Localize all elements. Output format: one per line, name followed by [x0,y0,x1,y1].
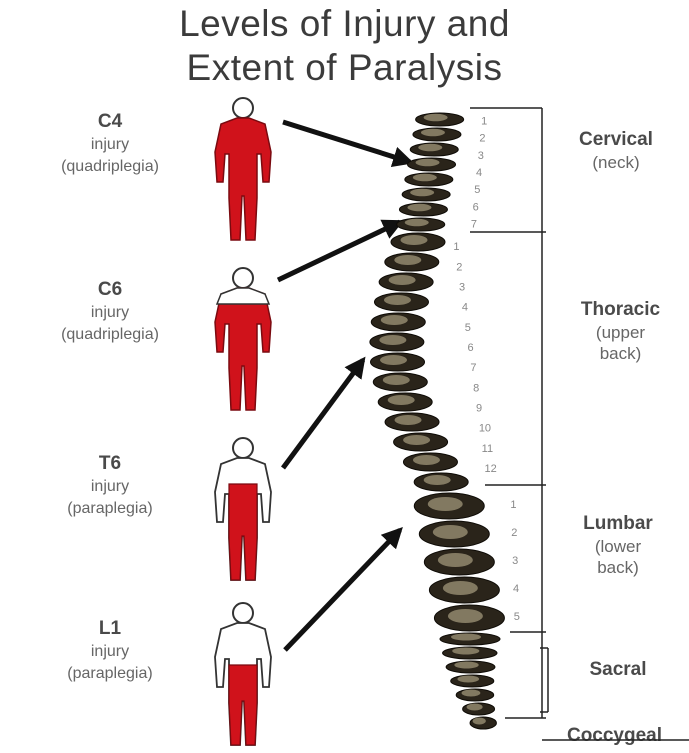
vertebra-highlight [384,295,411,305]
vertebra-highlight [428,497,463,511]
vertebra-highlight [381,315,408,325]
vertebra-number: 2 [479,133,485,145]
arrow-c4 [283,122,410,162]
vertebra-highlight [418,144,442,152]
vertebra-highlight [424,475,451,485]
vertebra-number: 4 [513,583,519,595]
body-figure-l1 [215,603,271,745]
vertebra-highlight [416,159,440,167]
vertebra-highlight [438,553,473,567]
arrow-t6 [283,360,363,468]
vertebra-highlight [421,129,445,137]
vertebra-highlight [394,255,421,265]
vertebra-number: 3 [478,150,484,162]
vertebra-highlight [443,581,478,595]
arrow-l1 [285,530,400,650]
vertebra-number: 4 [476,167,482,179]
vertebra-highlight [405,219,429,227]
vertebra-number: 3 [459,281,465,293]
vertebra-highlight [413,174,437,182]
body-figure-c6 [215,268,271,410]
vertebra-number: 7 [470,362,476,374]
vertebra-number: 2 [456,261,462,273]
region-brackets [470,108,689,740]
vertebra-highlight [403,435,430,445]
vertebra-number: 6 [468,342,474,354]
vertebra-number: 9 [476,402,482,414]
vertebra-highlight [389,275,416,285]
body-figure-t6 [215,438,271,580]
vertebra-highlight [433,525,468,539]
vertebra-highlight [379,335,406,345]
vertebra-highlight [380,355,407,365]
vertebra-number: 6 [473,201,479,213]
vertebra-highlight [454,662,478,669]
vertebra-number: 1 [481,116,487,128]
vertebra-highlight [395,415,422,425]
vertebra-highlight [407,204,431,212]
arrow-c6 [278,222,400,280]
vertebra-highlight [467,704,483,711]
body-figure-c4 [215,98,271,240]
vertebra-number: 1 [510,499,516,511]
vertebra-highlight [388,395,415,405]
vertebra-highlight [413,455,440,465]
vertebra-highlight [424,114,448,122]
vertebra-number: 4 [462,302,468,314]
vertebra-number: 10 [479,423,491,435]
vertebra-highlight [462,690,481,697]
vertebra-highlight [452,648,479,655]
vertebra-highlight [383,375,410,385]
vertebra-number: 11 [482,443,493,455]
vertebra-highlight [451,634,481,641]
vertebra-number: 3 [512,555,518,567]
vertebra-highlight [473,718,486,725]
vertebra-number: 2 [511,527,517,539]
vertebra-highlight [410,189,434,197]
vertebra-number: 5 [474,184,480,196]
vertebra-number: 7 [471,218,477,230]
spine-column [370,113,505,729]
vertebra-number: 1 [453,241,459,253]
vertebra-number: 5 [465,322,471,334]
vertebra-highlight [448,609,483,623]
vertebra-number: 8 [473,382,479,394]
vertebra-number: 12 [484,463,496,475]
vertebra-highlight [457,676,479,683]
vertebra-number: 5 [514,611,520,623]
vertebra-highlight [401,235,428,245]
